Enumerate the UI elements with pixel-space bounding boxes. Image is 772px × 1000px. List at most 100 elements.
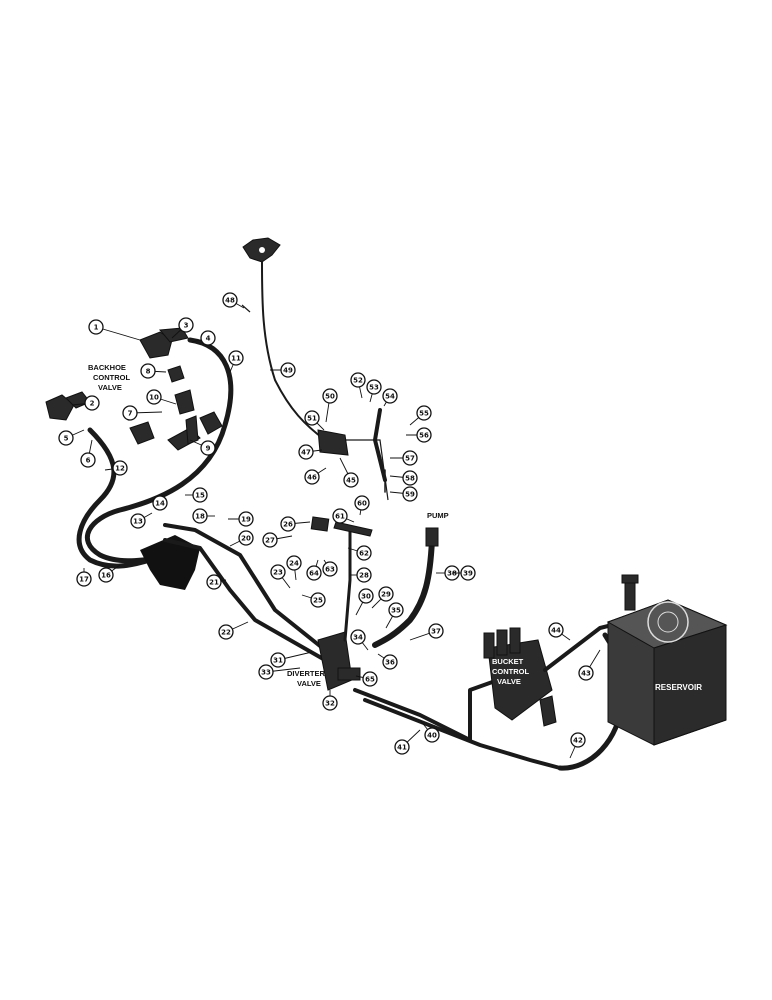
callout-number-11: 11 <box>231 355 241 363</box>
callout-49: 49 <box>270 362 296 378</box>
bucket-label-2: CONTROL <box>492 667 529 676</box>
callout-circle-33 <box>258 664 274 680</box>
callout-circle-45 <box>343 472 359 488</box>
callout-3: 3 <box>171 317 194 339</box>
callout-number-51: 51 <box>307 415 317 423</box>
callout-number-27: 27 <box>265 537 275 545</box>
callout-number-8: 8 <box>146 368 151 376</box>
callout-number-49: 49 <box>283 367 293 375</box>
callout-number-33: 33 <box>261 669 271 677</box>
callout-number-30: 30 <box>361 593 371 601</box>
callout-circle-31 <box>270 652 286 668</box>
callout-19: 19 <box>228 511 254 527</box>
callout-circle-24 <box>286 555 302 571</box>
callout-number-32: 32 <box>325 700 335 708</box>
callout-number-62: 62 <box>359 550 369 558</box>
callout-circle-26 <box>280 516 296 532</box>
callout-number-56: 56 <box>419 432 429 440</box>
callout-circle-34 <box>350 629 366 645</box>
callout-circle-55 <box>416 405 432 421</box>
callout-circle-57 <box>402 450 418 466</box>
callout-50: 50 <box>322 388 338 423</box>
callout-number-37: 37 <box>431 628 441 636</box>
callout-circle-35 <box>388 602 404 618</box>
callout-circle-13 <box>130 513 146 529</box>
callout-7: 7 <box>122 405 163 421</box>
callout-number-13: 13 <box>133 518 143 526</box>
callout-circle-5 <box>58 430 74 446</box>
callout-31: 31 <box>270 651 313 668</box>
callout-53: 53 <box>366 379 382 403</box>
callout-circle-28 <box>356 567 372 583</box>
callout-number-40: 40 <box>427 732 437 740</box>
callout-14: 14 <box>152 495 168 511</box>
callout-number-4: 4 <box>206 335 211 343</box>
callout-number-28: 28 <box>359 572 369 580</box>
callout-circle-27 <box>262 532 278 548</box>
callout-61: 61 <box>332 508 355 524</box>
callout-circle-44 <box>548 622 564 638</box>
callout-circle-32 <box>322 695 338 711</box>
callout-number-7: 7 <box>128 410 133 418</box>
callout-6: 6 <box>80 439 96 468</box>
callout-8: 8 <box>140 363 167 379</box>
callout-circle-49 <box>280 362 296 378</box>
callout-circle-1 <box>88 319 104 335</box>
bucket-label-1: BUCKET <box>492 657 524 666</box>
callout-circle-15 <box>192 487 208 503</box>
callout-37: 37 <box>409 623 444 641</box>
callout-64: 64 <box>306 559 322 581</box>
callout-4: 4 <box>191 330 216 346</box>
callout-number-34: 34 <box>353 634 363 642</box>
callout-25: 25 <box>301 592 326 608</box>
callout-circle-6 <box>80 452 96 468</box>
callout-number-29: 29 <box>381 591 391 599</box>
callout-48: 48 <box>222 292 245 309</box>
bucket-label-3: VALVE <box>497 677 521 686</box>
callout-circle-10 <box>146 389 162 405</box>
callout-circle-4 <box>200 330 216 346</box>
backhoe-label-3: VALVE <box>98 383 122 392</box>
callout-circle-43 <box>578 665 594 681</box>
callout-number-59: 59 <box>405 491 415 499</box>
callout-circle-17 <box>76 571 92 587</box>
callout-number-9: 9 <box>206 445 211 453</box>
callout-circle-48 <box>222 292 238 308</box>
callout-number-64: 64 <box>309 570 319 578</box>
control-cable <box>261 261 326 441</box>
callout-circle-11 <box>228 350 244 366</box>
callout-18: 18 <box>192 508 215 524</box>
backhoe-label-2: CONTROL <box>93 373 130 382</box>
pivot-bracket <box>140 535 200 590</box>
callout-circle-41 <box>394 739 410 755</box>
diverter-lever <box>343 528 352 642</box>
callout-number-2: 2 <box>90 400 95 408</box>
callout-circle-39 <box>460 565 476 581</box>
reservoir-label: RESERVOIR <box>655 683 702 692</box>
callout-circle-14 <box>152 495 168 511</box>
callout-circle-46 <box>304 469 320 485</box>
control-knob <box>242 237 281 263</box>
callout-30: 30 <box>355 588 374 616</box>
callout-number-42: 42 <box>573 737 583 745</box>
callout-number-45: 45 <box>346 477 356 485</box>
callout-9: 9 <box>189 439 216 456</box>
callout-circle-21 <box>206 574 222 590</box>
callout-number-46: 46 <box>307 474 317 482</box>
callout-number-1: 1 <box>94 324 99 332</box>
callout-circle-51 <box>304 410 320 426</box>
callout-circle-7 <box>122 405 138 421</box>
callout-41: 41 <box>394 729 421 755</box>
callout-number-41: 41 <box>397 744 407 752</box>
callout-number-50: 50 <box>325 393 335 401</box>
diverter-valve <box>317 631 361 691</box>
callout-17: 17 <box>76 568 92 587</box>
callout-number-61: 61 <box>335 513 345 521</box>
callout-63: 63 <box>322 559 338 577</box>
callout-2: 2 <box>71 395 100 411</box>
callout-circle-47 <box>298 444 314 460</box>
callout-5: 5 <box>58 429 85 446</box>
callout-56: 56 <box>406 427 432 443</box>
callout-circle-8 <box>140 363 156 379</box>
